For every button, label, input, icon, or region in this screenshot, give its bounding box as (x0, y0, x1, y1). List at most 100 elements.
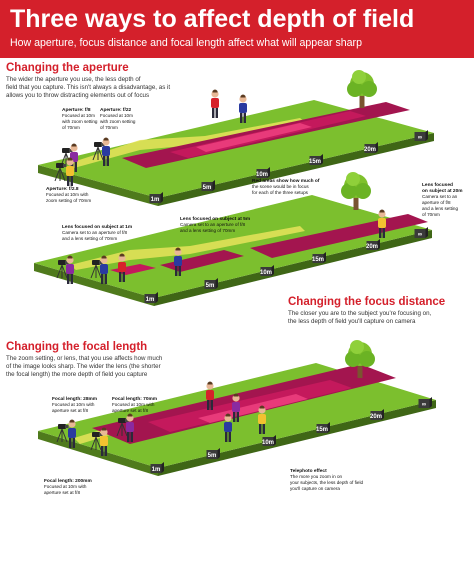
svg-text:Camera set to an aperture of f: Camera set to an aperture of f/8 (180, 222, 246, 227)
distance-marker-20m: 20m (364, 142, 378, 153)
field-right-side (158, 400, 436, 476)
focus-zone-1m (110, 264, 156, 275)
svg-text:for each of the three setups: for each of the three setups (252, 190, 309, 195)
page-title: Three ways to affect depth of field (10, 5, 415, 33)
field-front-side (38, 431, 158, 476)
svg-text:and a lens setting of 70mm: and a lens setting of 70mm (180, 228, 235, 233)
svg-text:Focused at 10m with: Focused at 10m with (44, 484, 87, 489)
svg-text:of 70mm: of 70mm (100, 125, 118, 130)
svg-text:Aperture: f/8: Aperture: f/8 (62, 107, 91, 113)
svg-text:20m: 20m (366, 244, 378, 250)
svg-text:your subjects, the less depth: your subjects, the less depth of field (290, 480, 363, 485)
svg-text:1m: 1m (146, 297, 155, 303)
distance-marker-15m: 15m (309, 154, 323, 165)
svg-text:1m: 1m (152, 467, 161, 473)
svg-text:with zoom setting: with zoom setting (62, 119, 98, 124)
tree-icon (347, 70, 377, 108)
distance-marker-20m: 20m (366, 239, 380, 250)
light-path (70, 226, 305, 270)
distance-marker-10m: 10m (262, 435, 276, 446)
svg-text:Red areas show how much of: Red areas show how much of (252, 178, 320, 184)
svg-text:Focused at 10m with: Focused at 10m with (46, 192, 89, 197)
focus-body-line-2: the less depth of field you'll capture o… (288, 318, 416, 325)
svg-text:20m: 20m (370, 414, 382, 420)
label-focal-200mm: Focal length: 200mm Focused at 10m with … (44, 478, 92, 495)
svg-text:5m: 5m (206, 283, 215, 289)
svg-text:and a lens setting: and a lens setting (422, 206, 458, 211)
tree-icon (341, 172, 371, 210)
distance-marker-5m: 5m (201, 180, 215, 191)
svg-text:10m: 10m (262, 440, 274, 446)
distance-marker-infinity: ∞ (414, 227, 428, 238)
aperture-body-line-1: The wider the aperture you use, the less… (6, 76, 141, 83)
svg-text:aperture set at f/8: aperture set at f/8 (112, 408, 148, 413)
svg-text:of 70mm: of 70mm (422, 212, 440, 217)
svg-text:Lens focused: Lens focused (422, 182, 453, 188)
svg-text:on subject at 20m: on subject at 20m (422, 188, 463, 194)
svg-text:and a lens setting of 70mm: and a lens setting of 70mm (62, 236, 117, 241)
svg-text:Focused at 10m: Focused at 10m (100, 113, 133, 118)
distance-marker-10m: 10m (256, 167, 270, 178)
svg-text:15m: 15m (316, 427, 328, 433)
distance-marker-15m: 15m (312, 252, 326, 263)
header-banner: Three ways to affect depth of field How … (0, 0, 474, 58)
svg-text:Focal length: 200mm: Focal length: 200mm (44, 478, 92, 484)
distance-marker-infinity: ∞ (418, 397, 432, 408)
svg-text:aperture set at f/8: aperture set at f/8 (44, 490, 80, 495)
svg-text:Focused at 10m with: Focused at 10m with (112, 402, 155, 407)
svg-text:zoom setting of 70mm: zoom setting of 70mm (46, 198, 91, 203)
light-path (70, 118, 305, 168)
person-icon (211, 89, 219, 118)
distance-marker-infinity: ∞ (414, 130, 428, 141)
svg-text:5m: 5m (203, 185, 212, 191)
svg-text:15m: 15m (309, 159, 321, 165)
svg-text:1m: 1m (151, 197, 160, 203)
field-front-side (34, 263, 154, 306)
svg-text:aperture set at f/8: aperture set at f/8 (52, 408, 88, 413)
label-telephoto: Telephoto effect The more you zoom in on… (290, 468, 363, 491)
section-focus-distance: 1m 5m 10m 15m 20m ∞ Lens focused on subj… (34, 172, 463, 325)
svg-text:of 70mm: of 70mm (62, 125, 80, 130)
distance-marker-1m: 1m (150, 462, 164, 473)
aperture-body-line-2: field that you capture. This isn't alway… (6, 84, 170, 91)
label-aperture-f8: Aperture: f/8 Focused at 10m with zoom s… (62, 107, 98, 130)
svg-text:Focal length: 70mm: Focal length: 70mm (112, 396, 157, 402)
distance-marker-5m: 5m (206, 448, 220, 459)
label-focal-28mm: Focal length: 28mm Focused at 10m with a… (52, 396, 97, 413)
focal-body-line-2: of the image looks sharp. The wider the … (6, 363, 161, 370)
svg-text:20m: 20m (364, 147, 376, 153)
svg-text:∞: ∞ (422, 402, 426, 408)
svg-text:Camera set to an: Camera set to an (422, 194, 458, 199)
svg-text:Focal length: 28mm: Focal length: 28mm (52, 396, 97, 402)
label-red-areas: Red areas show how much of the scene wou… (252, 178, 320, 195)
distance-marker-1m: 1m (149, 192, 163, 203)
page-subtitle: How aperture, focus distance and focal l… (10, 37, 362, 49)
svg-text:∞: ∞ (418, 135, 422, 141)
field-right-side (154, 230, 432, 306)
label-focus-5m: Lens focused on subject at 5m Camera set… (180, 216, 250, 233)
distance-marker-5m: 5m (204, 278, 218, 289)
section-aperture: Changing the aperture The wider the aper… (6, 62, 434, 206)
svg-text:with zoom setting: with zoom setting (100, 119, 136, 124)
svg-text:Lens focused on subject at 5m: Lens focused on subject at 5m (180, 216, 250, 222)
aperture-body-line-3: allows you to throw distracting elements… (6, 92, 149, 99)
svg-text:the scene would be in focus: the scene would be in focus (252, 184, 309, 189)
svg-text:The more you zoom in on: The more you zoom in on (290, 474, 343, 479)
label-aperture-f28: Aperture: f/2.8 Focused at 10m with zoom… (46, 186, 91, 203)
focus-heading: Changing the focus distance (288, 296, 445, 308)
svg-text:Lens focused on subject at 1m: Lens focused on subject at 1m (62, 224, 132, 230)
svg-text:Focused at 10m with: Focused at 10m with (52, 402, 95, 407)
label-focus-1m: Lens focused on subject at 1m Camera set… (62, 224, 132, 241)
diagram-canvas: Changing the aperture The wider the aper… (6, 62, 463, 495)
svg-text:Aperture: f/22: Aperture: f/22 (100, 107, 132, 113)
svg-text:you'll capture on camera: you'll capture on camera (290, 486, 340, 491)
svg-text:Focused at 10m: Focused at 10m (62, 113, 95, 118)
aperture-heading: Changing the aperture (6, 62, 129, 74)
distance-marker-15m: 15m (316, 422, 330, 433)
label-aperture-f22: Aperture: f/22 Focused at 10m with zoom … (100, 107, 136, 130)
label-focal-70mm: Focal length: 70mm Focused at 10m with a… (112, 396, 157, 413)
svg-text:Telephoto effect: Telephoto effect (290, 468, 327, 474)
section-focal-length: Changing the focal length The zoom setti… (6, 340, 436, 495)
svg-text:Aperture: f/2.8: Aperture: f/2.8 (46, 186, 79, 192)
